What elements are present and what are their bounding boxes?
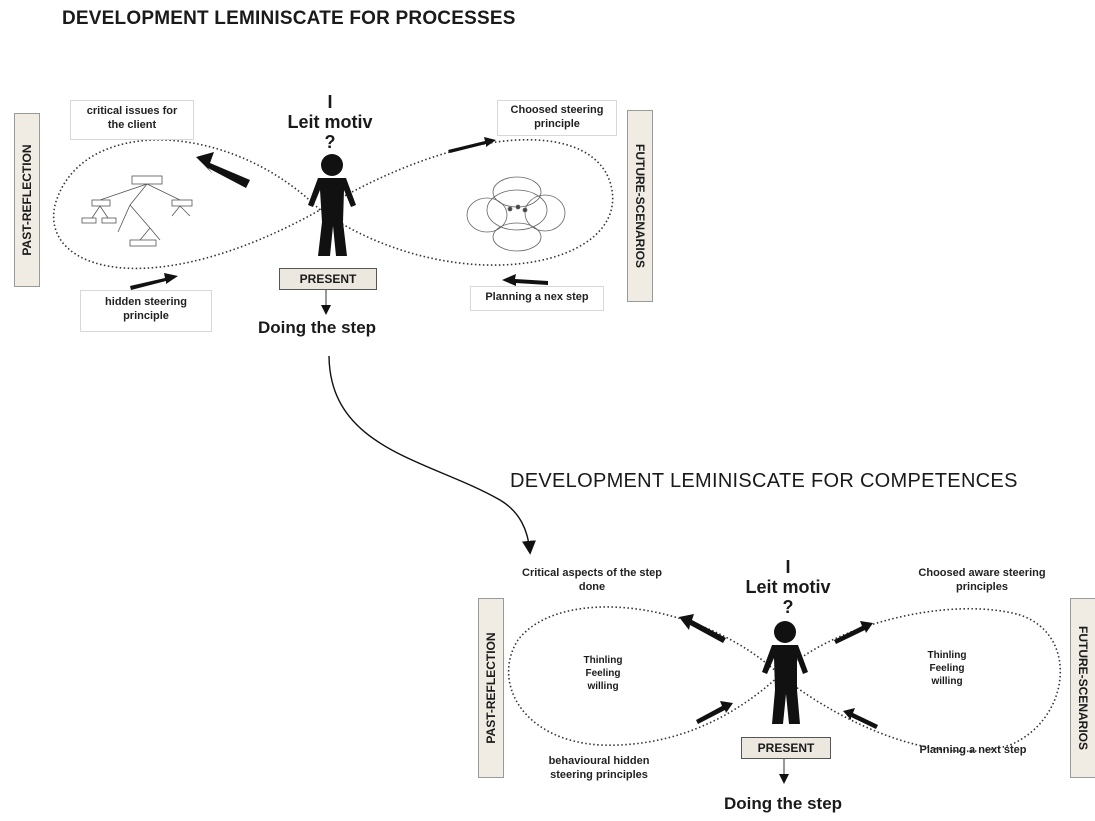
top-hidden-box: hidden steering principle (80, 290, 212, 332)
bottom-planning-label: Planning a next step (919, 744, 1027, 756)
top-choosed-box: Choosed steering principle (497, 100, 617, 136)
top-past-reflection-panel: PAST-REFLECTION (14, 113, 40, 287)
bottom-future-scenarios-label: FUTURE-SCENARIOS (1076, 625, 1090, 751)
top-leit-motiv: I Leit motiv ? (270, 92, 390, 152)
top-arrow-critical (196, 152, 250, 188)
bottom-arrow-choosed (834, 621, 873, 644)
bottom-future-scenarios-panel: FUTURE-SCENARIOS (1070, 598, 1095, 778)
bottom-critical-label: Critical aspects of the step done (522, 567, 662, 593)
top-hidden-label: hidden steering principle (105, 296, 187, 322)
bottom-left-words: Thinling Feeling willing (583, 655, 623, 692)
top-leit-line3: ? (324, 132, 336, 152)
top-leit-line2: Leit motiv (287, 112, 373, 132)
top-arrow-choosed (448, 137, 496, 153)
mini-cluster-diagram (466, 176, 566, 252)
bottom-choosed-label: Choosed aware steering principles (918, 567, 1046, 593)
top-choosed-label: Choosed steering principle (510, 104, 604, 130)
connector-arc (328, 355, 536, 555)
bottom-past-reflection-panel: PAST-REFLECTION (478, 598, 504, 778)
top-future-scenarios-panel: FUTURE-SCENARIOS (627, 110, 653, 302)
top-planning-box: Planning a nex step (470, 286, 604, 311)
mini-tree-diagram (81, 175, 193, 247)
top-planning-label: Planning a nex step (485, 291, 589, 303)
bottom-arrow-planning (843, 708, 878, 729)
top-arrow-planning (502, 274, 548, 286)
bottom-arrow-critical (679, 614, 726, 643)
bottom-present-box: PRESENT (741, 737, 831, 759)
top-future-scenarios-label: FUTURE-SCENARIOS (633, 143, 647, 269)
bottom-leit-line3: ? (782, 597, 794, 617)
top-title: DEVELOPMENT LEMINISCATE FOR PROCESSES (62, 8, 516, 29)
bottom-arrow-behavioural (696, 701, 733, 724)
top-arrows (130, 137, 548, 290)
bottom-leit-line2: Leit motiv (745, 577, 831, 597)
top-present-box: PRESENT (279, 268, 377, 290)
bottom-right-words: Thinling Feeling willing (927, 650, 967, 687)
bottom-person-figure (762, 621, 808, 724)
top-person-figure (308, 154, 356, 256)
top-past-reflection-label: PAST-REFLECTION (20, 144, 34, 256)
bottom-leit-line1: I (785, 557, 791, 577)
top-critical-box: critical issues for the client (70, 100, 194, 140)
top-leit-line1: I (327, 92, 333, 112)
bottom-past-reflection-label: PAST-REFLECTION (484, 632, 498, 744)
top-critical-label: critical issues for the client (86, 105, 178, 131)
bottom-leit-motiv: I Leit motiv ? (728, 557, 848, 617)
top-doing-step: Doing the step (258, 318, 377, 337)
bottom-doing-step: Doing the step (724, 794, 843, 813)
bottom-behavioural-label: behavioural hidden steering principles (548, 755, 650, 781)
bottom-arrows (679, 614, 878, 729)
top-arrow-hidden (130, 273, 178, 290)
bottom-title: DEVELOPMENT LEMINISCATE FOR COMPETENCES (510, 470, 1018, 492)
